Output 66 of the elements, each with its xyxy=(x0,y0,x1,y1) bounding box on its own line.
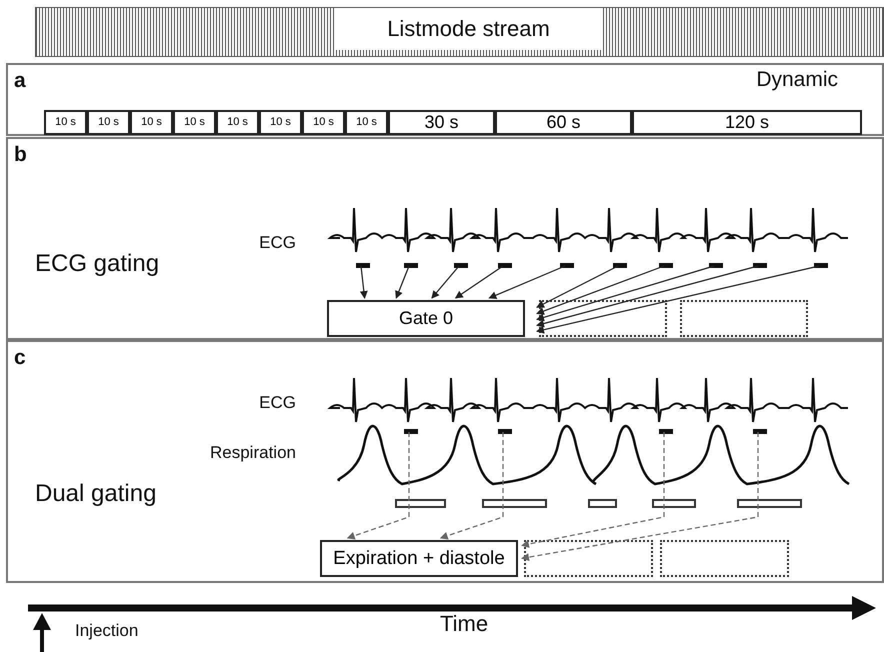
band-title: Listmode stream xyxy=(336,8,601,50)
arrow xyxy=(454,266,504,299)
axis-label: Time xyxy=(440,610,488,637)
arrow xyxy=(521,432,759,562)
respiration-window-bar xyxy=(588,499,617,508)
arrow xyxy=(395,266,410,299)
panel-letter: b xyxy=(14,143,27,167)
panel-frame xyxy=(6,137,884,340)
panel-frame xyxy=(6,340,884,583)
signal-label: Respiration xyxy=(210,442,296,463)
trigger-bar xyxy=(814,263,828,268)
panel-title: Dynamic xyxy=(756,68,838,92)
trigger-bar xyxy=(753,263,767,268)
panel-letter: a xyxy=(14,69,26,93)
arrow xyxy=(431,266,460,299)
time-frame-box: 10 s xyxy=(302,110,345,135)
time-frame-box: 10 s xyxy=(345,110,388,135)
panel-letter: c xyxy=(14,346,26,370)
time-frame-box: 10 s xyxy=(44,110,87,135)
trigger-bar xyxy=(356,263,370,268)
respiration-window-bar xyxy=(395,499,446,508)
empty-gate-box xyxy=(524,540,653,577)
trigger-bar xyxy=(613,263,627,268)
respiration-window-bar xyxy=(482,499,547,508)
arrow xyxy=(521,432,665,548)
time-frame-box: 10 s xyxy=(259,110,302,135)
time-frame-box: 10 s xyxy=(173,110,216,135)
trigger-bar xyxy=(404,429,418,434)
trigger-bar xyxy=(753,429,767,434)
time-frame-box: 60 s xyxy=(495,110,632,135)
gate-box: Expiration + diastole xyxy=(320,540,518,577)
arrow xyxy=(488,265,566,299)
panel-title: ECG gating xyxy=(35,250,160,278)
empty-gate-box xyxy=(539,300,667,337)
arrow xyxy=(536,265,820,334)
arrow xyxy=(536,265,714,322)
trigger-bar xyxy=(498,263,512,268)
time-frame-box: 10 s xyxy=(216,110,259,135)
panel-frame xyxy=(6,63,884,136)
gate-box: Gate 0 xyxy=(327,300,525,337)
arrow xyxy=(360,266,368,299)
trigger-bar xyxy=(498,429,512,434)
axis-note: Injection xyxy=(75,620,138,641)
time-frame-box: 30 s xyxy=(388,110,495,135)
respiration-window-bar xyxy=(652,499,696,508)
time-frame-box: 10 s xyxy=(87,110,130,135)
arrow xyxy=(536,265,618,308)
arrow xyxy=(346,432,410,540)
listmode-band xyxy=(35,7,884,57)
trigger-bar xyxy=(659,263,673,268)
trigger-bar xyxy=(659,429,673,434)
panel-title: Dual gating xyxy=(35,480,156,508)
respiration-window-bar xyxy=(737,499,802,508)
arrow xyxy=(536,265,664,315)
trigger-bar xyxy=(404,263,418,268)
signal-label: ECG xyxy=(259,232,296,253)
trigger-bar xyxy=(709,263,723,268)
empty-gate-box xyxy=(680,300,808,337)
trigger-bar xyxy=(560,263,574,268)
arrow xyxy=(536,265,758,328)
empty-gate-box xyxy=(660,540,789,577)
arrow xyxy=(440,432,504,540)
trigger-bar xyxy=(454,263,468,268)
time-frame-box: 10 s xyxy=(130,110,173,135)
signal-label: ECG xyxy=(259,392,296,413)
time-frame-box: 120 s xyxy=(632,110,862,135)
